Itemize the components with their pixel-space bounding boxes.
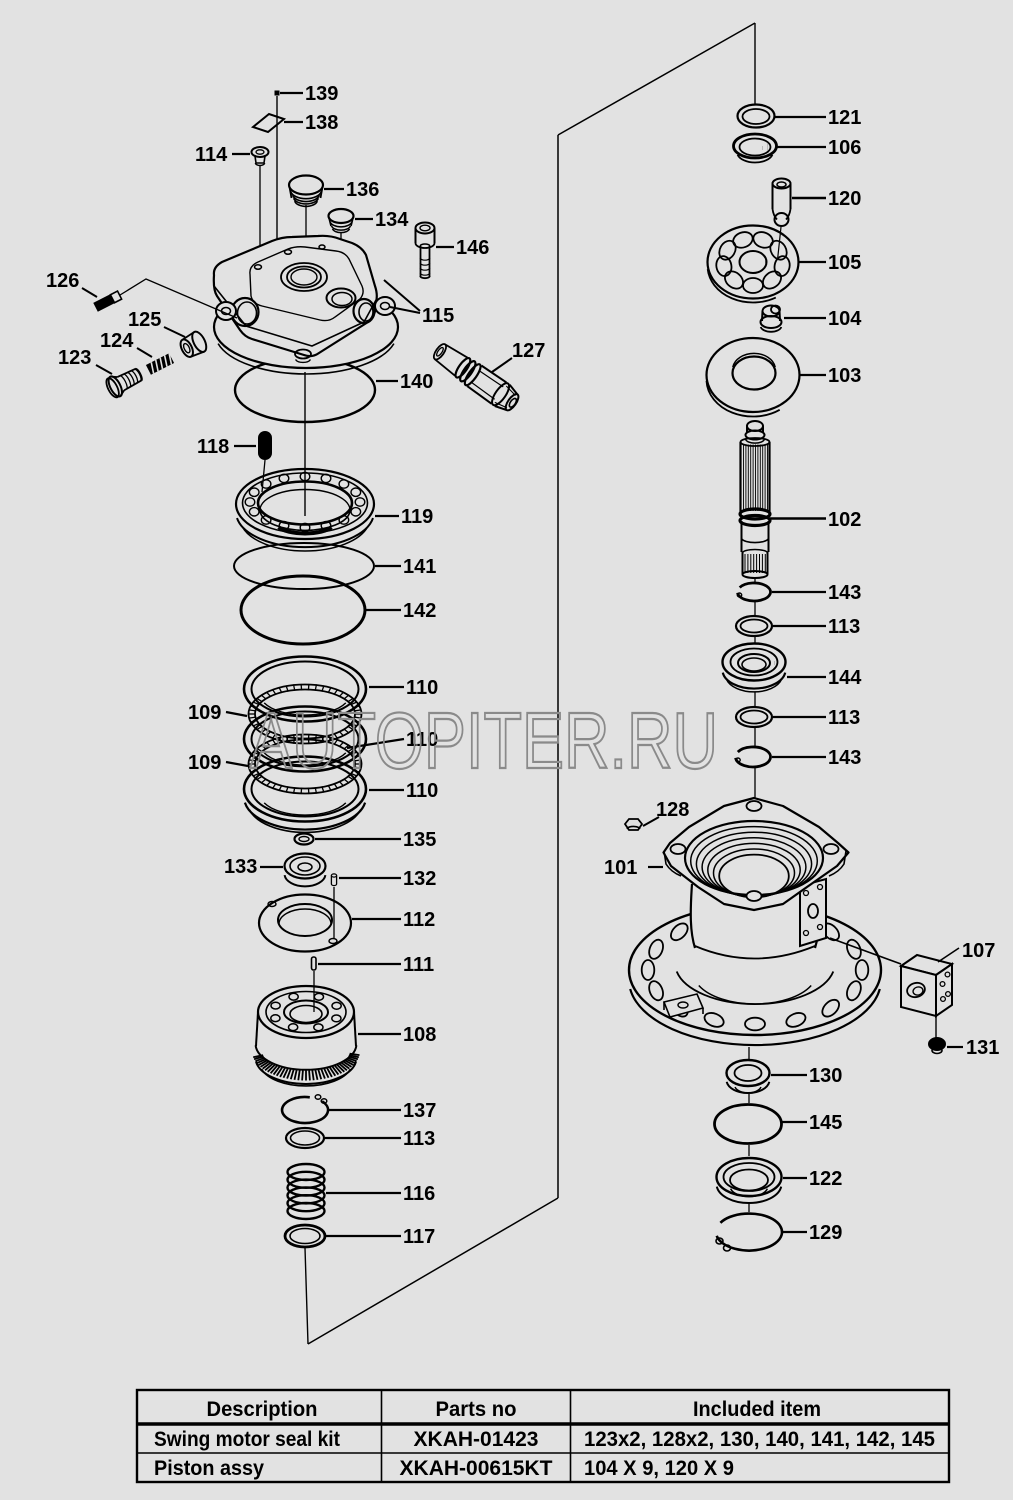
svg-text:112: 112 <box>403 909 435 931</box>
svg-text:102: 102 <box>828 509 861 531</box>
svg-text:127: 127 <box>512 340 545 362</box>
svg-text:Parts no: Parts no <box>436 1398 517 1421</box>
svg-text:Description: Description <box>207 1398 318 1421</box>
svg-text:110: 110 <box>406 780 438 802</box>
svg-text:101: 101 <box>604 857 637 879</box>
svg-text:140: 140 <box>400 371 433 393</box>
svg-text:136: 136 <box>346 179 379 201</box>
svg-text:132: 132 <box>403 868 436 890</box>
svg-text:107: 107 <box>962 940 995 962</box>
svg-text:114: 114 <box>195 144 228 166</box>
svg-text:103: 103 <box>828 365 861 387</box>
svg-text:110: 110 <box>406 729 438 751</box>
svg-text:109: 109 <box>188 752 221 774</box>
svg-text:138: 138 <box>305 112 338 134</box>
svg-text:110: 110 <box>406 677 438 699</box>
svg-text:117: 117 <box>403 1226 435 1248</box>
svg-text:125: 125 <box>128 309 161 331</box>
svg-text:109: 109 <box>188 702 221 724</box>
svg-text:113: 113 <box>403 1128 435 1150</box>
svg-text:104: 104 <box>828 308 862 330</box>
svg-text:Swing motor seal kit: Swing motor seal kit <box>154 1428 340 1451</box>
svg-text:146: 146 <box>456 237 489 259</box>
svg-text:134: 134 <box>375 209 409 231</box>
svg-text:XKAH-00615KT: XKAH-00615KT <box>400 1457 553 1480</box>
svg-text:122: 122 <box>809 1168 842 1190</box>
svg-text:118: 118 <box>197 436 229 458</box>
svg-text:120: 120 <box>828 188 861 210</box>
svg-text:104 X 9, 120 X 9: 104 X 9, 120 X 9 <box>584 1457 734 1480</box>
svg-text:111: 111 <box>403 954 434 976</box>
svg-text:XKAH-01423: XKAH-01423 <box>414 1428 539 1451</box>
svg-text:124: 124 <box>100 330 134 352</box>
svg-text:123: 123 <box>58 347 91 369</box>
svg-text:119: 119 <box>401 506 433 528</box>
svg-text:142: 142 <box>403 600 436 622</box>
svg-text:145: 145 <box>809 1112 842 1134</box>
svg-text:Included item: Included item <box>693 1398 821 1421</box>
svg-text:143: 143 <box>828 582 861 604</box>
svg-text:105: 105 <box>828 252 861 274</box>
svg-text:AUTOPITER.RU: AUTOPITER.RU <box>250 696 718 785</box>
svg-text:137: 137 <box>403 1100 436 1122</box>
svg-text:116: 116 <box>403 1183 435 1205</box>
svg-text:115: 115 <box>422 305 454 327</box>
svg-text:113: 113 <box>828 707 860 729</box>
svg-text:Piston assy: Piston assy <box>154 1457 264 1480</box>
svg-text:141: 141 <box>403 556 436 578</box>
svg-text:143: 143 <box>828 747 861 769</box>
svg-text:106: 106 <box>828 137 861 159</box>
svg-text:128: 128 <box>656 799 689 821</box>
svg-text:113: 113 <box>828 616 860 638</box>
svg-text:130: 130 <box>809 1065 842 1087</box>
svg-text:121: 121 <box>828 107 861 129</box>
svg-text:123x2, 128x2, 130, 140, 141, 1: 123x2, 128x2, 130, 140, 141, 142, 145 <box>584 1428 935 1451</box>
svg-text:126: 126 <box>46 270 79 292</box>
svg-text:135: 135 <box>403 829 436 851</box>
svg-text:131: 131 <box>966 1037 999 1059</box>
svg-text:133: 133 <box>224 856 257 878</box>
svg-text:144: 144 <box>828 667 862 689</box>
svg-text:129: 129 <box>809 1222 842 1244</box>
svg-text:108: 108 <box>403 1024 436 1046</box>
svg-text:139: 139 <box>305 83 338 105</box>
